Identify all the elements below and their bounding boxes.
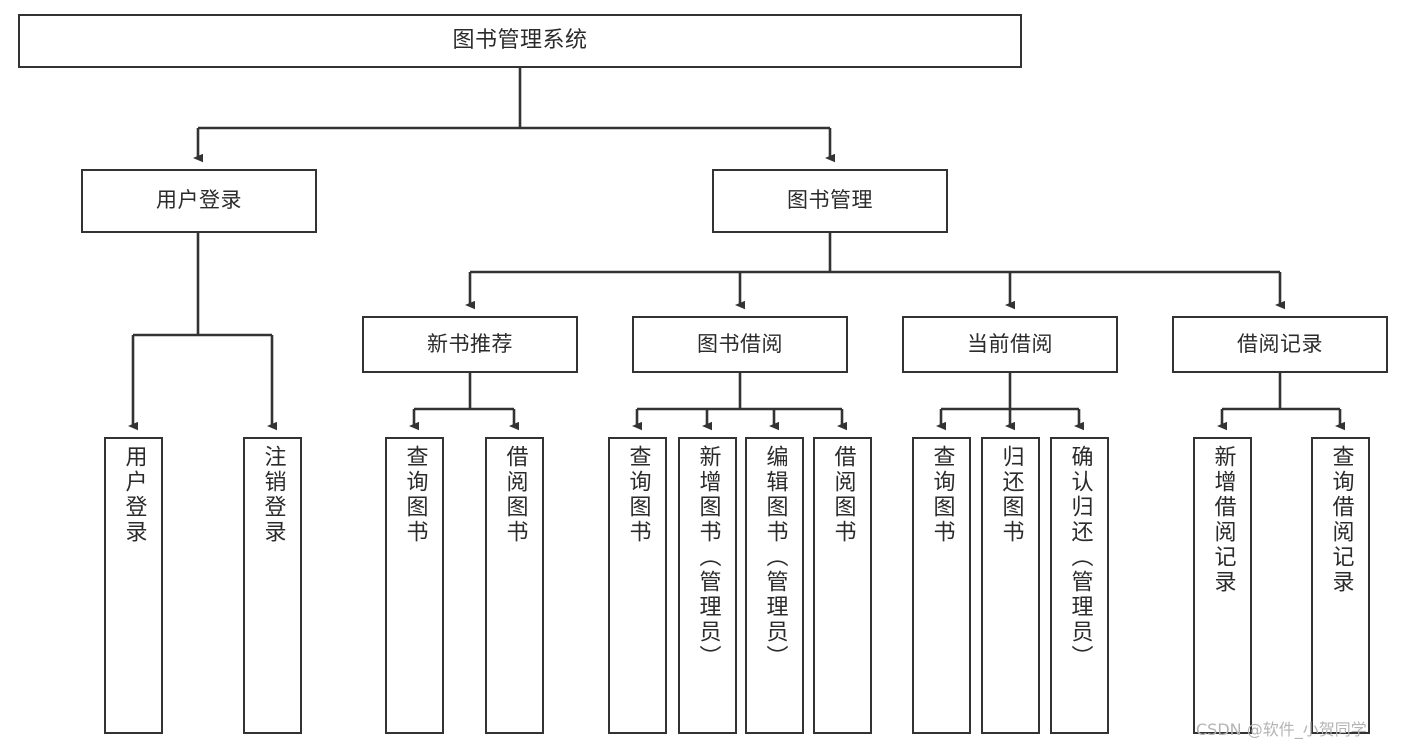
node-leaf-query-book-borrow[interactable]: 查询图书 — [608, 437, 667, 734]
node-label: 注销登录 — [260, 445, 286, 545]
node-book-management[interactable]: 图书管理 — [712, 169, 948, 233]
node-current-borrow[interactable]: 当前借阅 — [902, 316, 1118, 373]
node-new-book-recommend[interactable]: 新书推荐 — [362, 316, 578, 373]
node-leaf-query-borrow-record[interactable]: 查询借阅记录 — [1311, 437, 1370, 734]
node-label: 当前借阅 — [967, 331, 1053, 356]
node-leaf-query-book-recommend[interactable]: 查询图书 — [385, 437, 444, 734]
node-label: 图书管理 — [787, 188, 873, 213]
node-label: 新增图书（管理员） — [695, 445, 721, 670]
node-leaf-add-book-admin[interactable]: 新增图书（管理员） — [678, 437, 737, 734]
node-label: 新增借阅记录 — [1210, 445, 1236, 595]
node-label: 借阅图书 — [830, 445, 856, 545]
node-label: 新书推荐 — [427, 331, 513, 356]
node-leaf-confirm-return-admin[interactable]: 确认归还（管理员） — [1050, 437, 1109, 734]
node-label: 查询图书 — [402, 445, 428, 545]
node-root-system[interactable]: 图书管理系统 — [18, 14, 1022, 68]
node-label: 图书借阅 — [697, 331, 783, 356]
node-label: 查询图书 — [625, 445, 651, 545]
node-borrow-record[interactable]: 借阅记录 — [1172, 316, 1388, 373]
node-label: 用户登录 — [121, 445, 147, 545]
node-label: 查询借阅记录 — [1328, 445, 1354, 595]
csdn-watermark: CSDN @软件_小贺同学 — [1196, 720, 1367, 739]
node-label: 用户登录 — [156, 188, 242, 213]
node-label: 图书管理系统 — [452, 27, 588, 53]
node-leaf-add-borrow-record[interactable]: 新增借阅记录 — [1193, 437, 1252, 734]
node-leaf-logout[interactable]: 注销登录 — [243, 437, 302, 734]
node-user-login[interactable]: 用户登录 — [81, 169, 317, 233]
node-label: 编辑图书（管理员） — [762, 445, 788, 670]
node-leaf-borrow-book[interactable]: 借阅图书 — [813, 437, 872, 734]
node-leaf-return-book[interactable]: 归还图书 — [981, 437, 1040, 734]
node-leaf-query-book-current[interactable]: 查询图书 — [912, 437, 971, 734]
node-label: 借阅图书 — [502, 445, 528, 545]
node-leaf-borrow-book-recommend[interactable]: 借阅图书 — [485, 437, 544, 734]
node-label: 确认归还（管理员） — [1067, 445, 1093, 670]
node-label: 查询图书 — [929, 445, 955, 545]
node-book-borrow[interactable]: 图书借阅 — [632, 316, 848, 373]
node-leaf-edit-book-admin[interactable]: 编辑图书（管理员） — [745, 437, 804, 734]
node-label: 借阅记录 — [1237, 331, 1323, 356]
node-label: 归还图书 — [998, 445, 1024, 545]
node-leaf-user-login[interactable]: 用户登录 — [104, 437, 163, 734]
